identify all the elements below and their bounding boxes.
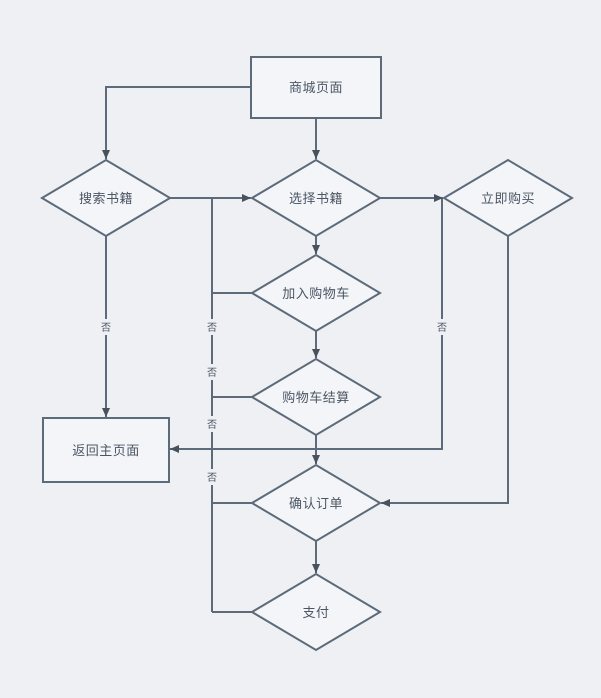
select-books-label: 选择书籍 (289, 191, 343, 206)
return-home-label: 返回主页面 (72, 443, 140, 458)
node-buy-now: 立即购买 (442, 158, 574, 238)
edge-label-chip (205, 469, 219, 485)
edge-buy-now-no-return-home (170, 198, 443, 453)
edge-label-chip (435, 319, 449, 335)
edge-label-no-buynow-branch: 否 (435, 319, 449, 335)
node-search-books: 搜索书籍 (40, 158, 172, 238)
node-pay: 支付 (250, 572, 382, 652)
edge-label-text: 否 (437, 322, 447, 334)
node-select-books: 选择书籍 (250, 158, 382, 238)
node-confirm-order: 确认订单 (250, 463, 382, 543)
buy-now-label: 立即购买 (481, 191, 535, 206)
cart-checkout-label: 购物车结算 (282, 390, 350, 405)
node-cart-checkout: 购物车结算 (250, 357, 382, 437)
pay-shape (250, 572, 382, 652)
pay-label: 支付 (302, 605, 329, 620)
cart-checkout-shape (250, 357, 382, 437)
edge-label-text: 否 (207, 472, 217, 484)
buy-now-shape (442, 158, 574, 238)
edge-label-no-feedback-mid1: 否 (205, 364, 219, 380)
edge-label-text: 否 (101, 322, 111, 334)
edge-label-no-feedback-bottom: 否 (205, 469, 219, 485)
edge-buy-now-confirm-order (381, 236, 509, 507)
mall-page-shape (250, 56, 382, 119)
edge-label-no-feedback-mid2: 否 (205, 416, 219, 432)
edge-label-chip (205, 319, 219, 335)
confirm-order-shape (250, 463, 382, 543)
edge-feedback-no-trunk (211, 198, 252, 613)
add-to-cart-label: 加入购物车 (282, 286, 350, 301)
edge-label-chip (99, 319, 113, 335)
node-add-to-cart: 加入购物车 (250, 253, 382, 333)
search-books-label: 搜索书籍 (79, 191, 133, 206)
edge-label-text: 否 (207, 367, 217, 379)
edge-label-text: 否 (207, 419, 217, 431)
edge-label-no-search-branch: 否 (99, 319, 113, 335)
return-home-shape (42, 417, 170, 483)
add-to-cart-shape (250, 253, 382, 333)
mall-page-label: 商城页面 (289, 80, 343, 95)
edge-label-no-feedback-top: 否 (205, 319, 219, 335)
edge-label-text: 否 (207, 322, 217, 334)
search-books-shape (40, 158, 172, 238)
confirm-order-label: 确认订单 (289, 496, 343, 511)
node-mall-page: 商城页面 (250, 56, 382, 119)
select-books-shape (250, 158, 382, 238)
edge-label-chip (205, 416, 219, 432)
edge-label-chip (205, 364, 219, 380)
node-return-home: 返回主页面 (42, 417, 170, 483)
edge-mall-page-search-books (102, 86, 251, 159)
